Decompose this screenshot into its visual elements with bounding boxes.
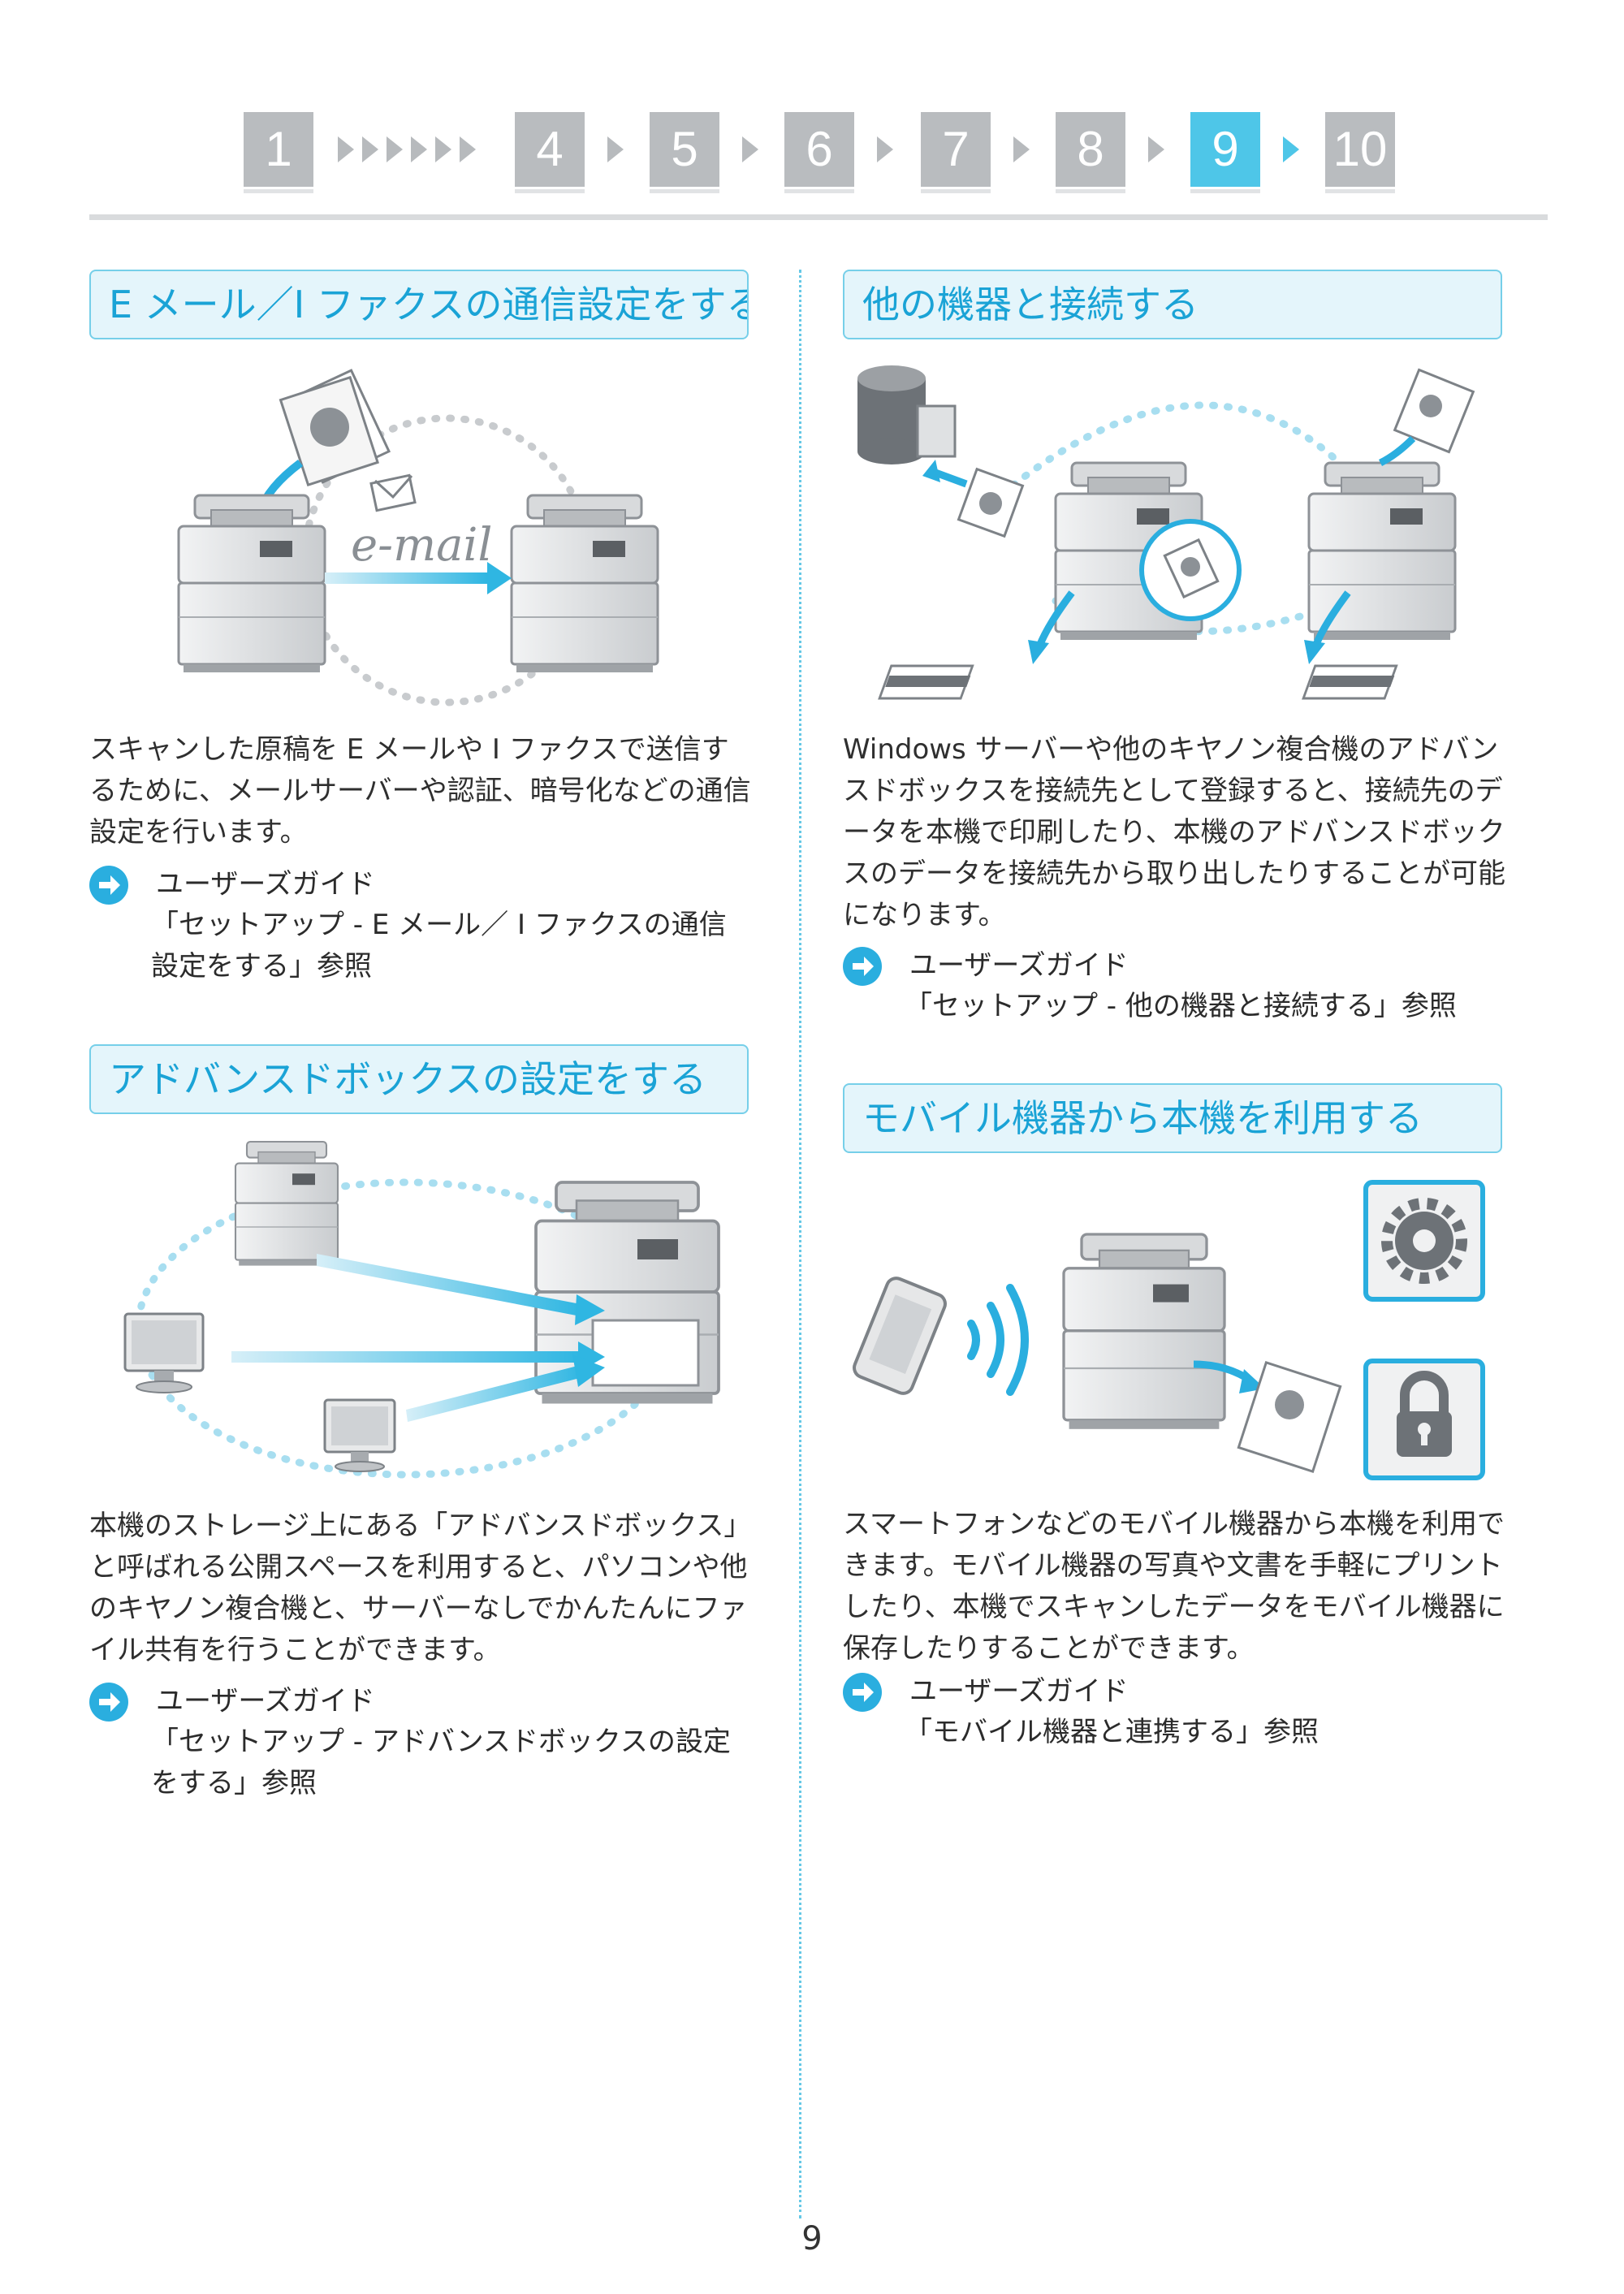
step-arrow-icon bbox=[1013, 136, 1030, 162]
monitor-icon bbox=[323, 1398, 396, 1472]
paper-stack-icon bbox=[1302, 664, 1398, 700]
guide-title[interactable]: ユーザーズガイド bbox=[909, 1675, 1129, 1708]
step-navigation: 1 4 5 6 7 8 9 10 bbox=[244, 112, 1397, 193]
step-8[interactable]: 8 bbox=[1056, 112, 1125, 193]
printer-icon bbox=[510, 494, 659, 674]
document-icon bbox=[1393, 368, 1475, 454]
mobile-body-text: スマートフォンなどのモバイル機器から本機を利用できます。モバイル機器の写真や文書… bbox=[843, 1508, 1505, 1665]
column-divider bbox=[799, 270, 801, 2218]
guide-title[interactable]: ユーザーズガイド bbox=[156, 1685, 375, 1717]
connect-guide-reference: ユーザーズガイド 「セットアップ - 他の機器と接続する」参照 bbox=[843, 945, 1509, 1035]
page-number: 9 bbox=[801, 2220, 823, 2257]
guide-ref[interactable]: 「セットアップ - 他の機器と接続する」参照 bbox=[905, 990, 1457, 1022]
paper-stack-icon bbox=[878, 664, 974, 700]
section-title-email: E メール／I ファクスの通信設定をする bbox=[89, 270, 749, 339]
step-5[interactable]: 5 bbox=[650, 112, 719, 193]
arrow-right-icon bbox=[89, 1683, 128, 1722]
step-7[interactable]: 7 bbox=[921, 112, 991, 193]
wireless-signal-icon bbox=[967, 1284, 1029, 1396]
step-arrow-icon bbox=[460, 136, 476, 162]
arrow-right-icon bbox=[843, 1673, 882, 1712]
section-title-mobile: モバイル機器から本機を利用する bbox=[843, 1083, 1502, 1153]
guide-ref[interactable]: 「モバイル機器と連携する」参照 bbox=[905, 1716, 1319, 1748]
step-arrow-icon bbox=[411, 136, 427, 162]
section-title-connect: 他の機器と接続する bbox=[843, 270, 1502, 339]
printer-icon bbox=[234, 1140, 339, 1267]
arrow-right-icon bbox=[843, 947, 882, 986]
mobile-illustration bbox=[853, 1180, 1485, 1480]
server-database-icon bbox=[857, 365, 957, 464]
photo-document-icon bbox=[1237, 1360, 1342, 1474]
step-arrow-icon bbox=[387, 136, 403, 162]
smartphone-icon bbox=[853, 1277, 947, 1395]
advbox-illustration bbox=[123, 1140, 720, 1479]
settings-gear-icon bbox=[1363, 1180, 1485, 1302]
arrow-right-icon bbox=[89, 866, 128, 905]
step-10[interactable]: 10 bbox=[1325, 112, 1395, 193]
guide-ref[interactable]: 「セットアップ - E メール／ I ファクスの通信設定をする」参照 bbox=[151, 909, 727, 983]
printer-icon bbox=[177, 494, 326, 674]
email-guide-reference: ユーザーズガイド 「セットアップ - E メール／ I ファクスの通信設定をする… bbox=[89, 864, 755, 994]
monitor-icon bbox=[123, 1312, 205, 1393]
step-9-active[interactable]: 9 bbox=[1190, 112, 1260, 193]
step-arrow-icon bbox=[362, 136, 378, 162]
mail-envelope-icon bbox=[369, 473, 417, 512]
email-body-text: スキャンした原稿を E メールや I ファクスで送信するために、メールサーバーや… bbox=[89, 733, 751, 849]
step-arrow-icon bbox=[742, 136, 758, 162]
lock-icon bbox=[1363, 1359, 1485, 1480]
guide-title[interactable]: ユーザーズガイド bbox=[156, 868, 375, 901]
advbox-guide-reference: ユーザーズガイド 「セットアップ - アドバンスドボックスの設定をする」参照 bbox=[89, 1681, 755, 1811]
mobile-guide-reference: ユーザーズガイド 「モバイル機器と連携する」参照 bbox=[843, 1671, 1509, 1760]
section-title-advbox: アドバンスドボックスの設定をする bbox=[89, 1044, 749, 1114]
guide-ref[interactable]: 「セットアップ - アドバンスドボックスの設定をする」参照 bbox=[151, 1726, 731, 1799]
step-6[interactable]: 6 bbox=[784, 112, 854, 193]
step-arrow-icon bbox=[338, 136, 354, 162]
step-1[interactable]: 1 bbox=[244, 112, 313, 193]
advbox-body-text: 本機のストレージ上にある「アドバンスドボックス」と呼ばれる公開スペースを利用する… bbox=[89, 1510, 752, 1666]
step-4[interactable]: 4 bbox=[515, 112, 585, 193]
email-logo: e-mail bbox=[351, 519, 492, 572]
guide-title[interactable]: ユーザーズガイド bbox=[909, 949, 1129, 982]
printer-icon bbox=[1062, 1233, 1226, 1431]
connect-body-text: Windows サーバーや他のキヤノン複合機のアドバンスドボックスを接続先として… bbox=[843, 733, 1505, 931]
connect-illustration bbox=[857, 365, 1475, 700]
step-arrow-icon bbox=[1283, 136, 1299, 162]
step-arrow-icon bbox=[1148, 136, 1164, 162]
header-divider bbox=[89, 214, 1548, 220]
step-arrow-icon bbox=[435, 136, 451, 162]
step-arrow-icon bbox=[607, 136, 624, 162]
document-stack-icon bbox=[279, 369, 391, 487]
step-arrow-icon bbox=[877, 136, 893, 162]
email-illustration: e-mail bbox=[177, 369, 659, 706]
